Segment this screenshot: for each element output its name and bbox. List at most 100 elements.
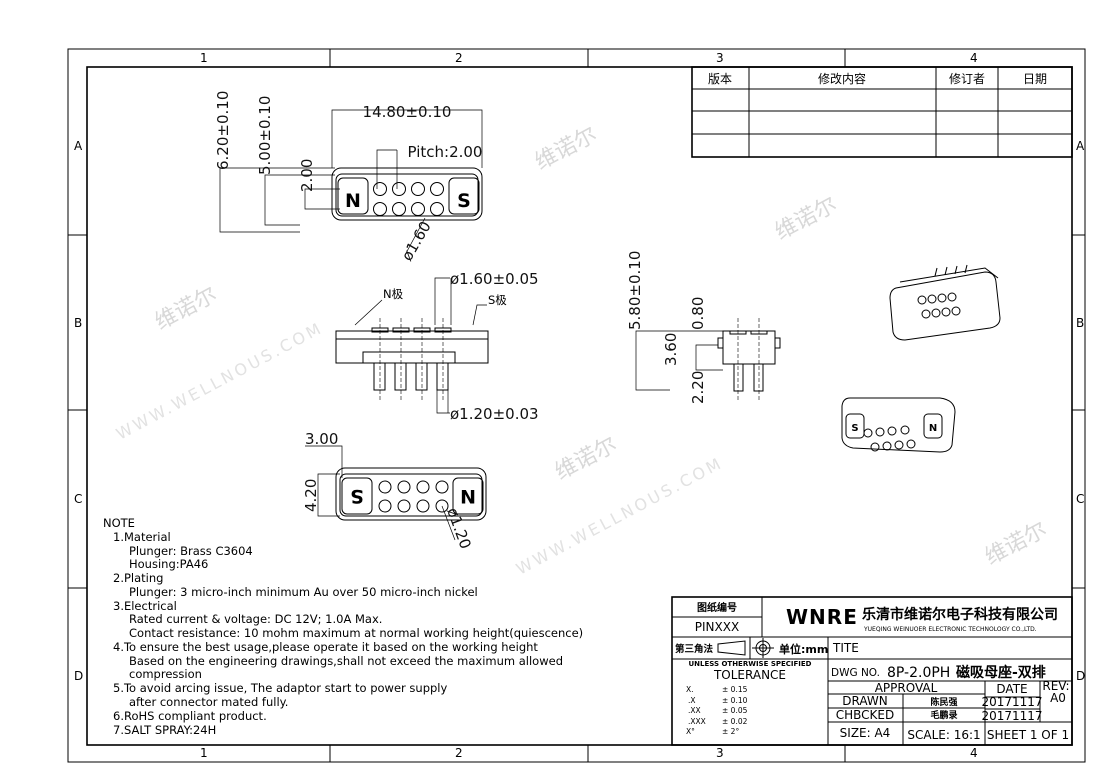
- note-line: Housing:PA46: [129, 557, 208, 571]
- note-line: compression: [129, 667, 202, 681]
- checked-label: CHBCKED: [836, 708, 895, 722]
- tolerance-value: ± 0.15: [722, 685, 748, 694]
- drawn-by: 陈民强: [930, 696, 957, 708]
- zone-col-3: 3: [716, 51, 724, 65]
- front-label-n: N: [345, 190, 361, 212]
- tolerance-format: X°: [686, 727, 695, 736]
- label-n-pole: N极: [383, 287, 404, 301]
- dim-bottom-height: 4.20: [302, 479, 320, 512]
- rev-label: REV:: [1042, 679, 1069, 693]
- watermark-en: WWW.WELLNOUS.COM: [513, 453, 726, 578]
- front-label-s: S: [457, 190, 471, 212]
- note-line: Plunger: 3 micro-inch minimum Au over 50…: [129, 585, 478, 599]
- dim-row-pitch: 2.00: [298, 159, 316, 192]
- note-line: 3.Electrical: [113, 599, 177, 613]
- zone-dividers: [68, 49, 1085, 762]
- approval-label: APPROVAL: [875, 681, 938, 695]
- notes-title: NOTE: [103, 516, 135, 530]
- note-line: 2.Plating: [113, 571, 163, 585]
- tolerance-title: TOLERANCE: [713, 668, 786, 682]
- outer-border: [67, 48, 1086, 763]
- tolerance-value: ± 0.05: [722, 706, 748, 715]
- iso-label-n: N: [929, 423, 937, 434]
- dim-total-height: 5.80±0.10: [626, 251, 644, 330]
- inner-border: [86, 66, 1073, 746]
- drawing-number-label: 图纸编号: [697, 601, 737, 614]
- zone-col-1: 1: [200, 51, 208, 65]
- tolerance-format: .XX: [688, 706, 701, 715]
- dim-pitch: Pitch:2.00: [408, 143, 483, 161]
- watermark-cn: 维诺尔: [151, 282, 221, 335]
- isometric-view-bottom: S N: [841, 397, 956, 453]
- dim-height-inner: 5.00±0.10: [256, 96, 274, 175]
- watermark-cn: 维诺尔: [551, 432, 621, 485]
- company-name-cn: 乐清市维诺尔电子科技有限公司: [862, 606, 1058, 623]
- note-line: 6.RoHS compliant product.: [113, 709, 267, 723]
- zone-row-c: C: [74, 492, 82, 506]
- tolerance-format: .XXX: [688, 717, 706, 726]
- drawn-date: 20171117: [981, 695, 1042, 709]
- zone-row-d: D: [74, 669, 83, 683]
- tolerance-value: ± 0.10: [722, 696, 748, 705]
- rev-header-reviser: 修订者: [949, 71, 985, 86]
- isometric-view-top: [889, 264, 1001, 341]
- tolerance-list: X.± 0.15 .X± 0.10 .XX± 0.05 .XXX± 0.02 X…: [686, 685, 748, 736]
- watermark: 维诺尔 维诺尔 维诺尔 维诺尔 维诺尔 WWW.WELLNOUS.COM WWW…: [113, 122, 1051, 578]
- note-line: 5.To avoid arcing issue, The adaptor sta…: [113, 681, 447, 695]
- zone-col-2-bottom: 2: [455, 746, 463, 760]
- dim-body: 3.60: [662, 333, 680, 366]
- checked-by: 毛鹏录: [930, 709, 957, 721]
- watermark-cn: 维诺尔: [981, 517, 1051, 570]
- dim-pin-length: 2.20: [689, 371, 707, 404]
- dim-plunger-dia: ø1.60±0.05: [450, 270, 539, 288]
- zone-col-4: 4: [970, 51, 978, 65]
- dim-pad-width: 3.00: [305, 430, 338, 448]
- tolerance-header: UNLESS OTHERWISE SPECIFIED: [688, 660, 811, 668]
- dwg-name: 磁吸母座-双排: [956, 664, 1046, 681]
- dim-top: 0.80: [689, 297, 707, 330]
- note-line: 7.SALT SPRAY:24H: [113, 723, 216, 737]
- dim-width: 14.80±0.10: [363, 103, 452, 121]
- label-s-pole: S极: [488, 293, 507, 307]
- zone-row-a-right: A: [1076, 139, 1085, 153]
- revision-table: 版本 修改内容 修订者 日期: [691, 66, 1073, 158]
- unit-label: 单位:mm: [779, 642, 828, 656]
- title-label: TITE: [832, 641, 859, 655]
- zone-row-a: A: [74, 139, 83, 153]
- note-line: Plunger: Brass C3604: [129, 544, 253, 558]
- zone-labels: 1 2 3 4 1 2 3 4 A B C D A B C D: [74, 51, 1085, 760]
- dim-pin-dia: ø1.20±0.03: [450, 405, 539, 423]
- projection-label: 第三角法: [675, 643, 714, 655]
- zone-row-c-right: C: [1076, 492, 1084, 506]
- tolerance-value: ± 0.02: [722, 717, 748, 726]
- note-line: Contact resistance: 10 mohm maximum at n…: [129, 626, 583, 640]
- note-line: 4.To ensure the best usage,please operat…: [113, 640, 538, 654]
- tolerance-value: ± 2°: [722, 727, 739, 736]
- side-view: ø1.60±0.05 ø1.20±0.03 N极 S极: [335, 270, 539, 423]
- rev-header-content: 修改内容: [818, 71, 866, 86]
- front-holes: [373, 182, 444, 216]
- dim-height-outer: 6.20±0.10: [214, 91, 232, 170]
- zone-row-b-right: B: [1076, 316, 1084, 330]
- note-line: 1.Material: [113, 530, 171, 544]
- rev-header-version: 版本: [708, 72, 732, 86]
- iso-label-s: S: [851, 423, 858, 434]
- bottom-label-s: S: [350, 485, 364, 507]
- sheet-number: SHEET 1 OF 1: [987, 728, 1069, 742]
- drawing-number: PINXXX: [695, 620, 739, 634]
- note-line: Based on the engineering drawings,shall …: [129, 654, 563, 668]
- zone-col-3-bottom: 3: [716, 746, 724, 760]
- front-view: N S 14.80±0.10 Pitch:2.00 6.20±0.10 5.00…: [214, 91, 483, 264]
- watermark-cn: 维诺尔: [771, 192, 841, 245]
- company-name-en: YUEQING WEINUOER ELECTRONIC TECHNOLOGY C…: [863, 626, 1037, 633]
- bottom-label-n: N: [460, 485, 476, 507]
- zone-col-2: 2: [455, 51, 463, 65]
- end-view: 5.80±0.10 0.80 3.60 2.20: [626, 251, 781, 404]
- zone-col-1-bottom: 1: [200, 746, 208, 760]
- company-logo: WNRE: [786, 605, 858, 629]
- title-block: 图纸编号 PINXXX WNRE 乐清市维诺尔电子科技有限公司 YUEQING …: [671, 596, 1073, 746]
- scale: SCALE: 16:1: [907, 728, 980, 742]
- notes: NOTE 1.Material Plunger: Brass C3604 Hou…: [103, 516, 583, 737]
- dwg-no: 8P-2.0PH: [887, 665, 950, 681]
